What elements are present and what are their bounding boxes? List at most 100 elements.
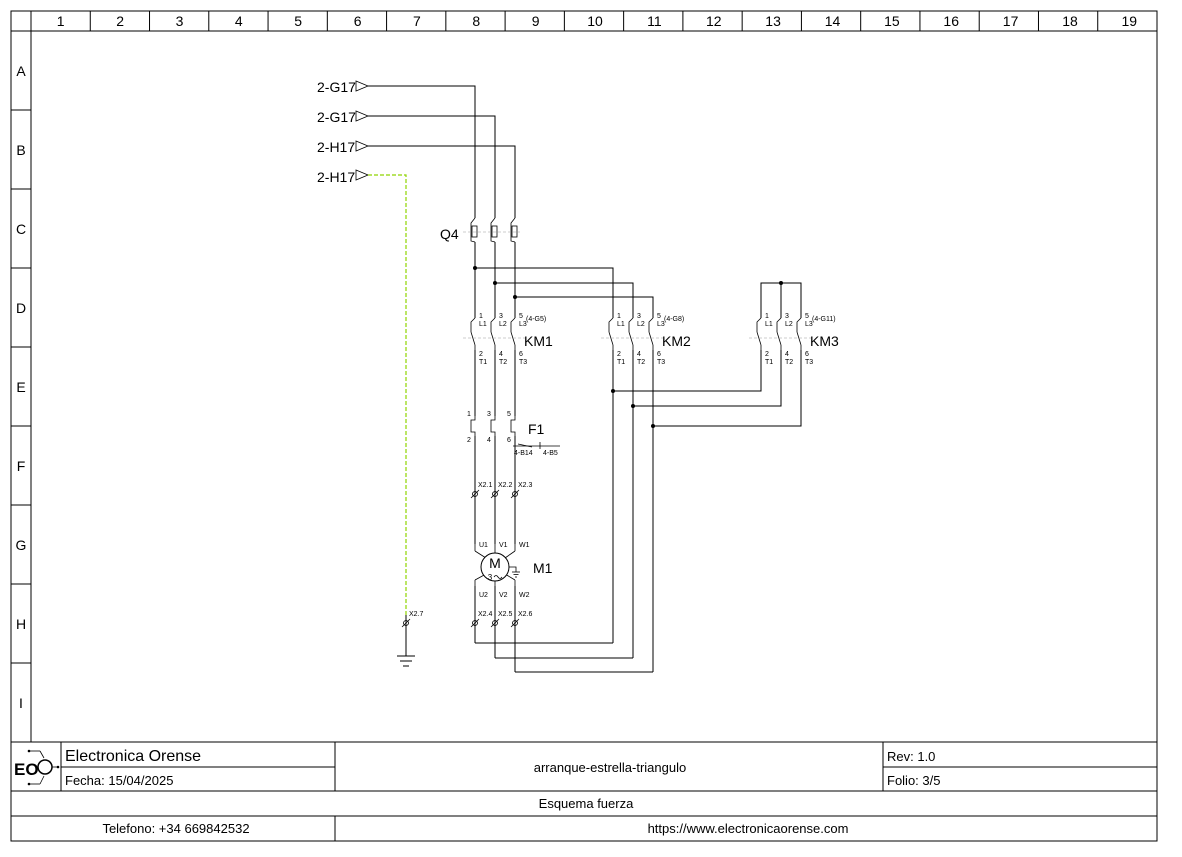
column-label: 9 xyxy=(532,13,540,29)
f1-contact-ref: 4-B14 xyxy=(514,450,533,457)
terminal-label: X2.3 xyxy=(518,482,533,489)
row-label: A xyxy=(16,63,26,79)
column-label: 8 xyxy=(472,13,480,29)
column-label: 12 xyxy=(706,13,722,29)
column-label: 18 xyxy=(1062,13,1078,29)
km3-pin-label: T3 xyxy=(805,359,813,366)
column-label: 3 xyxy=(176,13,184,29)
km2-pin: 1 xyxy=(617,313,621,320)
motor-phases: 3 xyxy=(488,573,493,582)
row-label: B xyxy=(16,142,25,158)
ref-l2: 2-G17 xyxy=(317,109,356,125)
km2-contactor: 1 3 5 L1 L2 L3 (4-G8) KM2 2 4 6 T1 T2 T3 xyxy=(601,313,691,366)
km1-pin: 1 xyxy=(479,313,483,320)
ground-icon xyxy=(397,655,415,667)
km2-pin-label: T2 xyxy=(637,359,645,366)
project-name: arranque-estrella-triangulo xyxy=(534,760,686,775)
km3-pin-label: L1 xyxy=(765,321,773,328)
column-label: 11 xyxy=(647,13,662,29)
wiring xyxy=(368,85,802,673)
f1-pin: 4 xyxy=(487,437,491,444)
company-name: Electronica Orense xyxy=(65,748,201,765)
column-label: 6 xyxy=(354,13,362,29)
column-label: 4 xyxy=(235,13,243,29)
km2-pin: 6 xyxy=(657,351,661,358)
motor-pin: U2 xyxy=(479,592,488,599)
km1-pin-label: T1 xyxy=(479,359,487,366)
row-label: G xyxy=(16,537,27,553)
ref-l3: 2-H17 xyxy=(317,139,355,155)
ref-arrow-icon xyxy=(355,169,370,181)
terminal-label: X2.2 xyxy=(498,482,513,489)
logo-text: EO xyxy=(14,760,39,779)
column-label: 7 xyxy=(413,13,421,29)
f1-pin: 2 xyxy=(467,437,471,444)
row-label: I xyxy=(19,695,23,711)
f1-contact-ref: 4-B5 xyxy=(543,450,558,457)
title-block: EO Electronica Orense Fecha: 15/04/2025 … xyxy=(11,742,1157,841)
motor-pin: W2 xyxy=(519,592,530,599)
km2-pin-label: T1 xyxy=(617,359,625,366)
q4-tag: Q4 xyxy=(440,226,459,242)
company-logo: EO xyxy=(14,749,60,786)
drawing-date: Fecha: 15/04/2025 xyxy=(65,773,173,788)
column-label: 17 xyxy=(1003,13,1019,29)
column-label: 15 xyxy=(884,13,900,29)
ref-arrow-icon xyxy=(355,140,370,152)
km3-pin-label: T2 xyxy=(785,359,793,366)
column-label: 10 xyxy=(587,13,603,29)
column-label: 19 xyxy=(1122,13,1138,29)
motor-pin: U1 xyxy=(479,542,488,549)
km3-pin-label: L2 xyxy=(785,321,793,328)
km1-pin: 3 xyxy=(499,313,503,320)
column-label: 2 xyxy=(116,13,124,29)
terminal-label: X2.6 xyxy=(518,611,533,618)
row-labels: A B C D E F G H I xyxy=(16,63,27,711)
folio: Folio: 3/5 xyxy=(887,773,940,788)
row-label: C xyxy=(16,221,26,237)
km1-contactor: 1 3 5 L1 L2 L3 (4-G5) KM1 2 4 6 T1 T2 T3 xyxy=(463,313,553,366)
ref-arrow-icon xyxy=(355,80,370,92)
km2-pin-label: L2 xyxy=(637,321,645,328)
column-label: 13 xyxy=(765,13,781,29)
terminal-label: X2.1 xyxy=(478,482,493,489)
f1-pin: 1 xyxy=(467,411,471,418)
ref-pe: 2-H17 xyxy=(317,169,355,185)
km2-pin: 2 xyxy=(617,351,621,358)
junction-dots xyxy=(473,266,783,428)
motor-m1: M 3 M1 U1 V1 W1 U2 V2 W2 xyxy=(474,542,553,599)
f1-overload-relay: 1 3 5 2 4 6 F1 4-B14 4-B5 xyxy=(467,411,560,457)
km1-pin: 6 xyxy=(519,351,523,358)
km1-pin-label: L3 xyxy=(519,321,527,328)
terminal-label: X2.4 xyxy=(478,611,493,618)
km3-pin: 6 xyxy=(805,351,809,358)
km2-pin: 3 xyxy=(637,313,641,320)
km2-tag: KM2 xyxy=(662,333,691,349)
km2-pin-label: L1 xyxy=(617,321,625,328)
km2-pin: 5 xyxy=(657,313,661,320)
km1-pin: 5 xyxy=(519,313,523,320)
km1-pin-label: T3 xyxy=(519,359,527,366)
column-labels: 1 2 3 4 5 6 7 8 9 10 11 12 13 14 15 16 1… xyxy=(57,13,1137,29)
terminals-upper: X2.1 X2.2 X2.3 xyxy=(470,482,533,499)
f1-pin: 5 xyxy=(507,411,511,418)
website: https://www.electronicaorense.com xyxy=(648,821,849,836)
km3-pin: 1 xyxy=(765,313,769,320)
motor-pin: W1 xyxy=(519,542,530,549)
supply-references: 2-G17 2-G17 2-H17 2-H17 xyxy=(317,79,370,185)
motor-symbol: M xyxy=(489,555,501,571)
motor-pin: V1 xyxy=(499,542,508,549)
row-label: F xyxy=(17,458,26,474)
motor-pin: V2 xyxy=(499,592,508,599)
terminal-earth: X2.7 xyxy=(401,611,424,628)
column-label: 5 xyxy=(294,13,302,29)
column-label: 16 xyxy=(943,13,959,29)
km3-pin-label: T1 xyxy=(765,359,773,366)
sheet-title: Esquema fuerza xyxy=(539,796,634,811)
f1-pin: 6 xyxy=(507,437,511,444)
ref-l1: 2-G17 xyxy=(317,79,356,95)
km1-pin-label: T2 xyxy=(499,359,507,366)
f1-pin: 3 xyxy=(487,411,491,418)
km1-pin-label: L1 xyxy=(479,321,487,328)
